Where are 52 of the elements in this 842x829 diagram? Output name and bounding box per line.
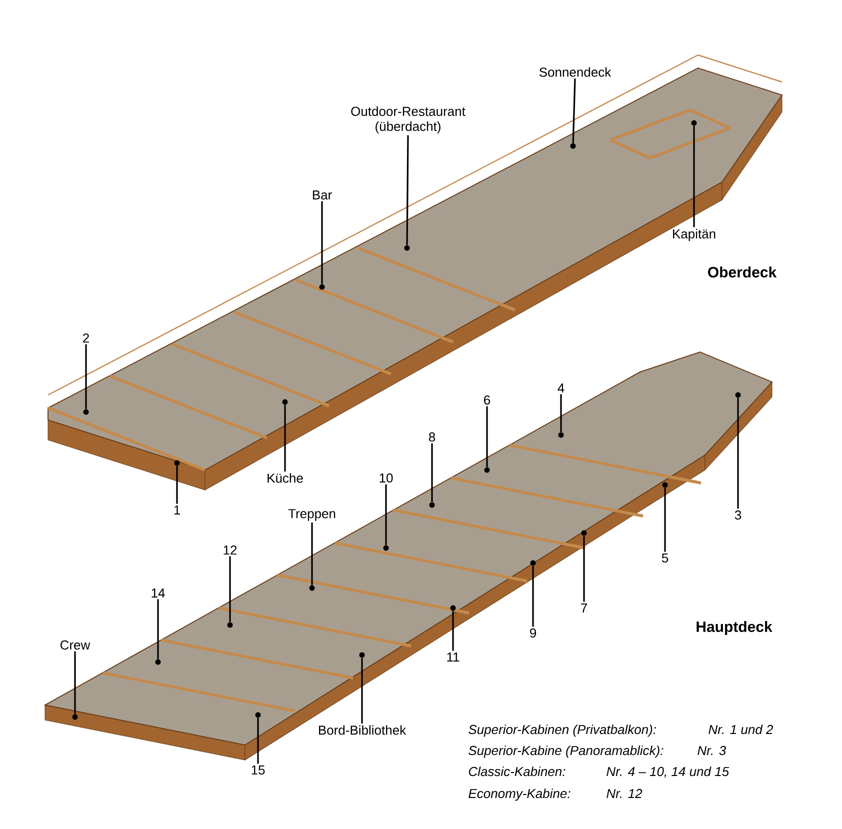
cabin-numbers-text: Nr. 4 – 10, 14 und 15 [606,766,730,778]
callout-number: 14 [152,588,165,598]
callout-number: 6 [484,395,490,405]
leader-line [560,394,562,432]
leader-line [157,599,159,660]
callout-label: Crew [60,640,90,650]
cabin-type-text: Superior-Kabine (Panoramablick): [468,746,664,758]
leader-line [229,556,231,622]
callout-label: Bar [312,190,332,200]
callout-number: 1 [174,506,180,514]
callout-number: 9 [530,628,536,638]
leader-line [85,344,87,410]
callout-number: 5 [662,553,668,563]
leader-line [361,658,363,724]
leader-line [452,610,454,651]
deck-title: Hauptdeck [696,621,772,635]
leader-line [406,135,409,246]
callout-number: 10 [380,473,393,483]
leader-line [532,566,534,627]
leader-line [664,488,666,552]
leader-line [284,404,286,472]
callout-number: 4 [558,384,564,392]
callout-label: Kapitän [673,228,716,242]
callout-number: 3 [734,510,742,520]
callout-number: 2 [83,333,89,343]
leader-line [431,443,433,502]
leader-line [321,201,323,284]
leader-line [311,522,313,586]
leader-line [176,466,178,504]
cabin-numbers-text: Nr. 1 und 2 [708,724,774,734]
leader-line [583,536,585,602]
callout-label: Bord-Bibliothek [319,725,406,735]
deck-title: Oberdeck [708,266,777,278]
leader-line [737,398,739,509]
callout-number: 7 [581,604,587,612]
leader-line [486,406,488,468]
leader-line [74,651,76,714]
cabin-type-text: Classic-Kabinen: [468,766,566,776]
cabin-numbers-text: Nr. 12 [606,788,642,798]
callout-label: Outdoor-Restaurant (überdacht) [351,106,466,134]
cabin-numbers-text: Nr. 3 [698,746,726,756]
cabin-type-text: Economy-Kabine: [468,788,570,801]
callout-label: Küche [268,473,303,483]
leader-line [385,484,387,546]
callout-number: 15 [252,765,265,775]
cabin-type-text: Superior-Kabinen (Privatbalkon): [468,724,656,737]
callout-number: 12 [224,545,237,555]
callout-number: 11 [447,652,460,662]
callout-label: Treppen [288,509,336,521]
callout-number: 8 [428,432,436,442]
callout-label: Sonnendeck [539,67,612,77]
leader-line [572,78,576,144]
